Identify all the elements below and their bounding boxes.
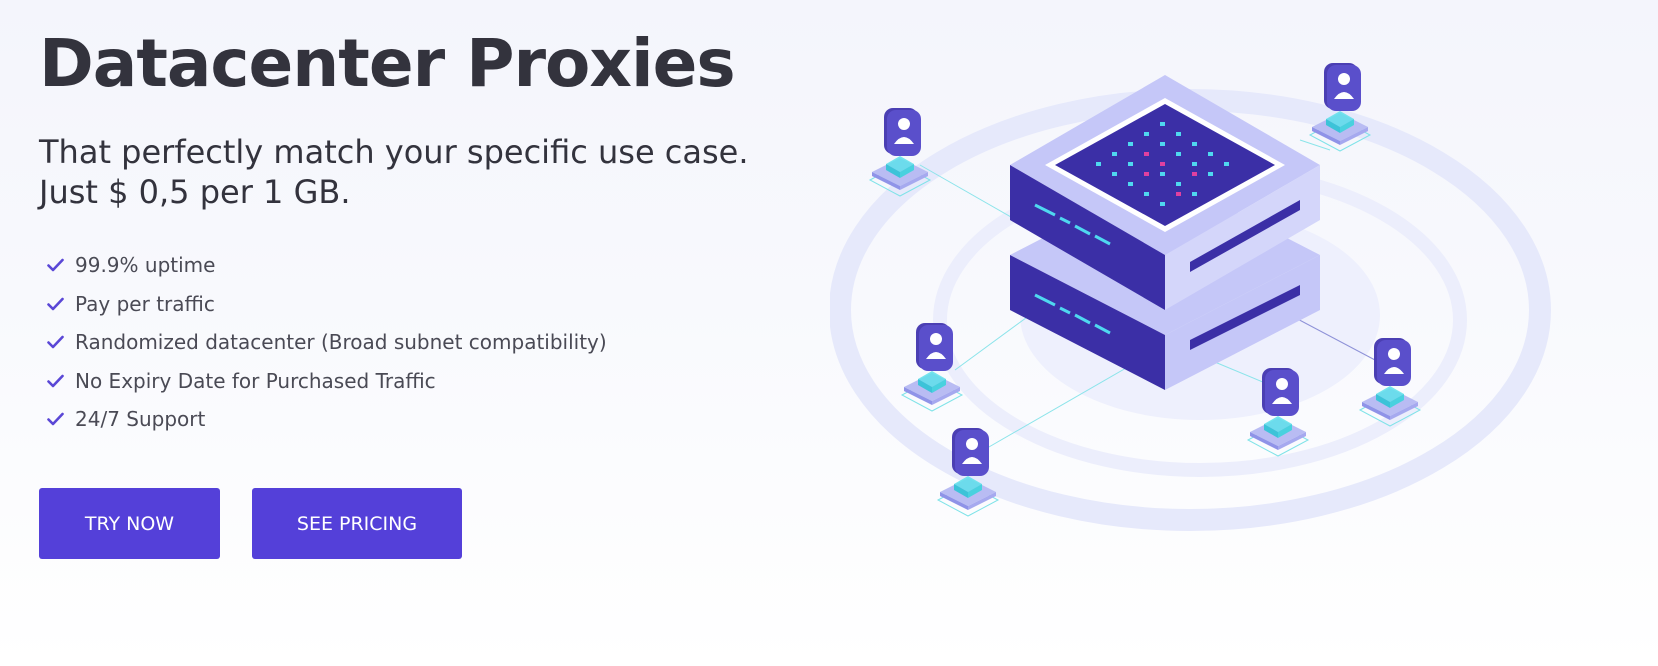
feature-item: 24/7 Support xyxy=(39,400,839,439)
feature-text: Pay per traffic xyxy=(75,291,215,316)
check-icon xyxy=(47,293,75,315)
illustration-graphic xyxy=(829,62,1551,531)
feature-item: 99.9% uptime xyxy=(39,246,839,285)
feature-text: 99.9% uptime xyxy=(75,253,216,278)
cta-buttons: TRY NOW SEE PRICING xyxy=(39,488,462,559)
subtitle-line-2: Just $ 0,5 per 1 GB. xyxy=(39,173,351,211)
feature-text: 24/7 Support xyxy=(75,407,206,432)
check-icon xyxy=(47,254,75,276)
feature-item: No Expiry Date for Purchased Traffic xyxy=(39,362,839,401)
try-now-button[interactable]: TRY NOW xyxy=(39,488,220,559)
feature-item: Randomized datacenter (Broad subnet comp… xyxy=(39,323,839,362)
hero-subtitle: That perfectly match your specific use c… xyxy=(39,132,839,212)
server-upper xyxy=(1010,75,1320,310)
feature-text: No Expiry Date for Purchased Traffic xyxy=(75,368,436,393)
page-title: Datacenter Proxies xyxy=(39,25,736,102)
feature-item: Pay per traffic xyxy=(39,285,839,324)
check-icon xyxy=(47,331,75,353)
check-icon xyxy=(47,408,75,430)
check-icon xyxy=(47,370,75,392)
subtitle-line-1: That perfectly match your specific use c… xyxy=(39,133,749,171)
server-network-illustration xyxy=(829,40,1630,560)
see-pricing-button[interactable]: SEE PRICING xyxy=(252,488,462,559)
feature-text: Randomized datacenter (Broad subnet comp… xyxy=(75,330,607,355)
hero-content: Datacenter Proxies That perfectly match … xyxy=(39,22,839,559)
feature-list: 99.9% uptime Pay per traffic Randomized … xyxy=(39,246,839,439)
